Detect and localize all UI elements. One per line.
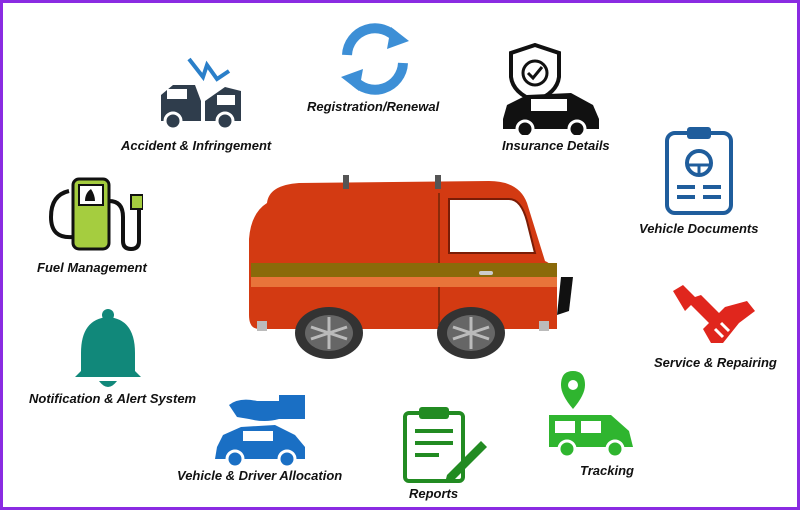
car-crash-icon (159, 55, 243, 135)
refresh-arrows-icon (333, 23, 417, 95)
van-illustration (239, 169, 575, 365)
notification-label: Notification & Alert System (29, 391, 197, 406)
allocation-label: Vehicle & Driver Allocation (177, 468, 343, 483)
registration-label: Registration/Renewal (307, 99, 440, 114)
fuel-pump-icon (45, 177, 143, 253)
hand-car-icon (209, 393, 311, 467)
clipboard-pencil-icon (401, 405, 487, 483)
fuel-label: Fuel Management (37, 260, 147, 275)
tracking-label: Tracking (580, 463, 634, 478)
insurance-label: Insurance Details (502, 138, 610, 153)
van-location-icon (545, 369, 637, 461)
clipboard-steering-icon (663, 125, 735, 215)
documents-label: Vehicle Documents (639, 221, 759, 236)
shield-car-icon (501, 43, 601, 135)
bell-icon (71, 309, 145, 393)
accident-label: Accident & Infringement (121, 138, 272, 153)
wrench-handshake-icon (669, 281, 759, 349)
reports-label: Reports (409, 486, 459, 501)
service-label: Service & Repairing (654, 355, 777, 370)
